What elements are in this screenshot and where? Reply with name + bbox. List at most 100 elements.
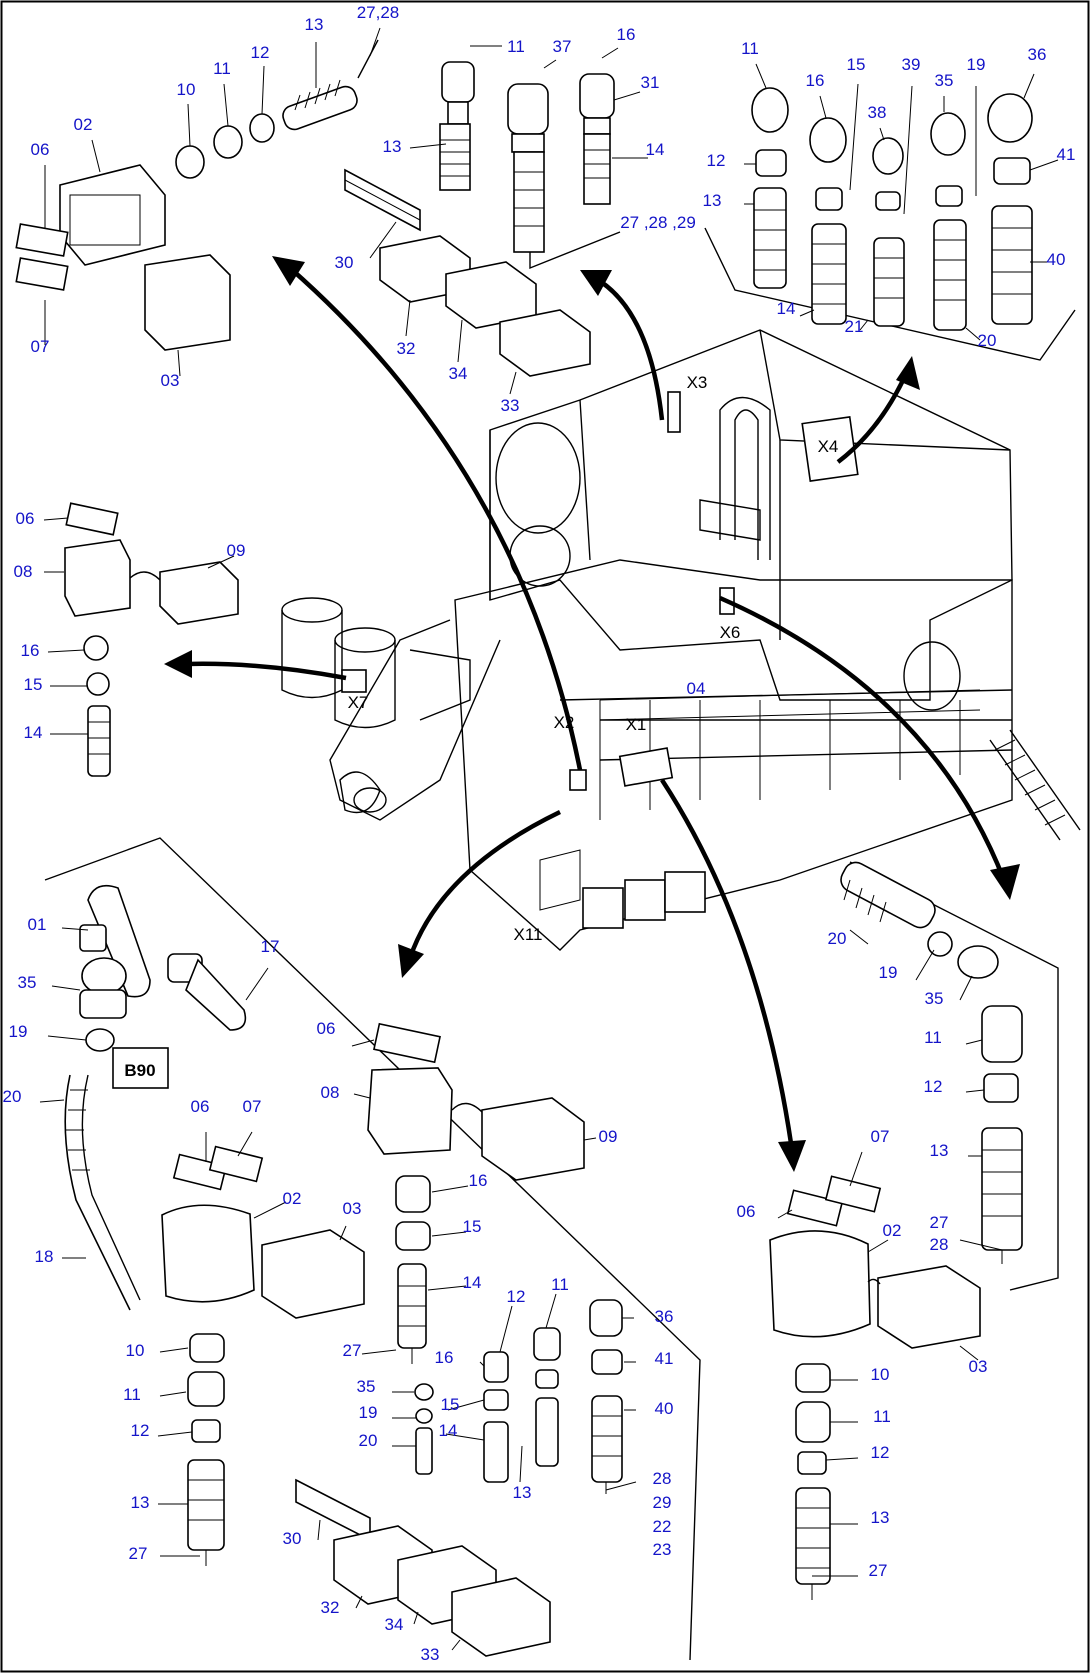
group-x6 xyxy=(769,861,1059,1600)
connector-label-x1: X1 xyxy=(626,715,647,734)
part-callout-27-28: 27,28 xyxy=(357,3,400,22)
group-x7 xyxy=(43,502,239,777)
part-callout-13: 13 xyxy=(305,15,324,34)
part-callout-06: 06 xyxy=(16,509,35,528)
part-callout-35: 35 xyxy=(357,1377,376,1396)
connector-label-x11: X11 xyxy=(514,925,543,944)
part-callout-20: 20 xyxy=(978,331,997,350)
connection-arrows xyxy=(164,256,1020,1172)
part-callout-10: 10 xyxy=(177,80,196,99)
part-callout-01: 01 xyxy=(28,915,47,934)
part-callout-11: 11 xyxy=(873,1407,891,1426)
part-callout-11: 11 xyxy=(741,39,759,58)
part-callout-15: 15 xyxy=(441,1395,460,1414)
part-callout-12: 12 xyxy=(251,43,270,62)
part-callout-31: 31 xyxy=(641,73,660,92)
part-callout-06: 06 xyxy=(31,140,50,159)
part-callout-35: 35 xyxy=(925,989,944,1008)
part-callout-14: 14 xyxy=(24,723,43,742)
group-x2-connector xyxy=(15,27,381,377)
part-callout-09: 09 xyxy=(599,1127,618,1146)
part-callout-06: 06 xyxy=(317,1019,336,1038)
part-callout-02: 02 xyxy=(74,115,93,134)
part-callout-27: 27 xyxy=(930,1213,949,1232)
part-callout-39: 39 xyxy=(902,55,921,74)
part-callout-35: 35 xyxy=(18,973,37,992)
part-callout-08: 08 xyxy=(321,1083,340,1102)
part-callout-11: 11 xyxy=(507,37,525,56)
part-callout-41: 41 xyxy=(655,1349,674,1368)
part-callout-13: 13 xyxy=(513,1483,532,1502)
part-callout-33: 33 xyxy=(421,1645,440,1664)
part-callout-34: 34 xyxy=(385,1615,404,1634)
part-callout-12: 12 xyxy=(707,151,726,170)
part-callout-07: 07 xyxy=(871,1127,890,1146)
part-callout-18: 18 xyxy=(35,1247,54,1266)
connector-label-x3: X3 xyxy=(687,373,708,392)
part-callout-15: 15 xyxy=(463,1217,482,1236)
part-callout-35: 35 xyxy=(935,71,954,90)
part-callout-13: 13 xyxy=(930,1141,949,1160)
part-callout-20: 20 xyxy=(3,1087,22,1106)
part-callout-12: 12 xyxy=(924,1077,943,1096)
part-callout-30: 30 xyxy=(283,1529,302,1548)
part-callout-12: 12 xyxy=(131,1421,150,1440)
part-callout-41: 41 xyxy=(1057,145,1076,164)
sensor-box-label: B90 xyxy=(124,1061,155,1080)
connector-label-x2: X2 xyxy=(554,713,575,732)
connector-label-x4: X4 xyxy=(818,437,839,456)
part-callout-04: 04 xyxy=(687,679,706,698)
part-callout-19: 19 xyxy=(9,1022,28,1041)
part-callout-02: 02 xyxy=(283,1189,302,1208)
part-callout-14: 14 xyxy=(439,1421,458,1440)
part-callout-03: 03 xyxy=(969,1357,988,1376)
part-callout-22: 22 xyxy=(653,1517,672,1536)
part-callout-19: 19 xyxy=(879,963,898,982)
part-callout-27: 27 xyxy=(343,1341,362,1360)
part-callout-14: 14 xyxy=(646,140,665,159)
part-callout-23: 23 xyxy=(653,1540,672,1559)
group-top-center xyxy=(344,45,648,395)
connector-label-x6: X6 xyxy=(720,623,741,642)
part-callout-10: 10 xyxy=(871,1365,890,1384)
part-callout-20: 20 xyxy=(828,929,847,948)
part-callout-20: 20 xyxy=(359,1431,378,1450)
part-callout-15: 15 xyxy=(24,675,43,694)
machine-body xyxy=(281,329,1081,951)
part-callout-16: 16 xyxy=(435,1348,454,1367)
part-callout-28: 28 xyxy=(653,1469,672,1488)
part-callout-17: 17 xyxy=(261,937,280,956)
group-x4 xyxy=(704,63,1076,361)
part-callout-21: 21 xyxy=(845,317,864,336)
part-callout-30: 30 xyxy=(335,253,354,272)
part-callout-10: 10 xyxy=(126,1341,145,1360)
part-callout-06: 06 xyxy=(737,1202,756,1221)
part-callout-13: 13 xyxy=(383,137,402,156)
part-callout-40: 40 xyxy=(1047,250,1066,269)
part-callout-13: 13 xyxy=(871,1508,890,1527)
part-callout-12: 12 xyxy=(871,1443,890,1462)
part-callout-11: 11 xyxy=(924,1028,942,1047)
part-callout-32: 32 xyxy=(397,339,416,358)
part-callout-19: 19 xyxy=(967,55,986,74)
part-callout-14: 14 xyxy=(777,299,796,318)
part-callout-36: 36 xyxy=(1028,45,1047,64)
part-callout-37: 37 xyxy=(553,37,572,56)
part-callout-11: 11 xyxy=(123,1385,141,1404)
part-callout-14: 14 xyxy=(463,1273,482,1292)
part-callout-15: 15 xyxy=(847,55,866,74)
part-callout-07: 07 xyxy=(31,337,50,356)
part-callout-34: 34 xyxy=(449,364,468,383)
part-callout-27: 27 xyxy=(869,1561,888,1580)
part-callout-29: 29 xyxy=(653,1493,672,1512)
part-callout-13: 13 xyxy=(703,191,722,210)
part-callout-13: 13 xyxy=(131,1493,150,1512)
part-callout-06: 06 xyxy=(191,1097,210,1116)
part-callout-03: 03 xyxy=(343,1199,362,1218)
part-callout-07: 07 xyxy=(243,1097,262,1116)
part-callout-33: 33 xyxy=(501,396,520,415)
part-callout-36: 36 xyxy=(655,1307,674,1326)
part-callout-09: 09 xyxy=(227,541,246,560)
